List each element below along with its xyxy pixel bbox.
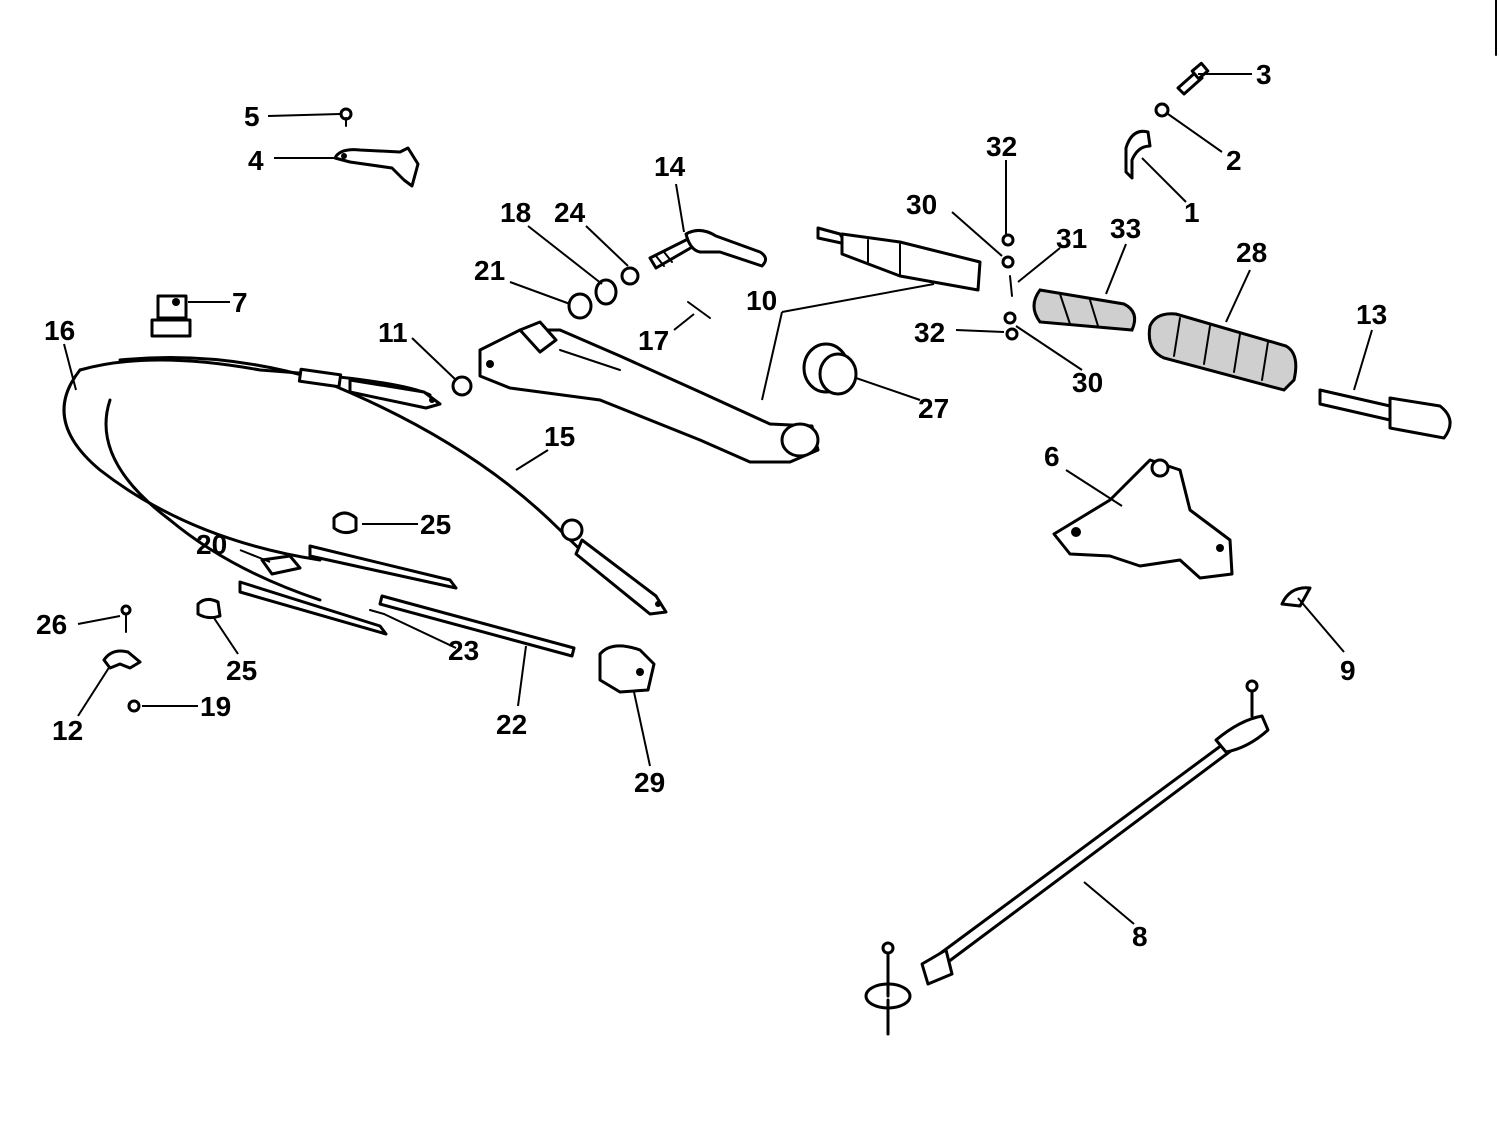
callout-3: 3 bbox=[1256, 59, 1272, 90]
callout-11: 11 bbox=[378, 317, 408, 348]
part-32-bushing-bottom bbox=[1005, 327, 1019, 341]
part-28-grip bbox=[1147, 312, 1298, 392]
part-25-connector-lower bbox=[196, 597, 222, 620]
part-25-connector-upper bbox=[332, 511, 358, 535]
callout-25-top: 25 bbox=[420, 509, 451, 540]
part-3-screw bbox=[1176, 61, 1210, 96]
part-29-block bbox=[598, 644, 656, 694]
part-22-rod bbox=[378, 594, 576, 658]
part-1-clip bbox=[1124, 129, 1152, 180]
callout-22: 22 bbox=[496, 709, 527, 740]
part-7-bracket bbox=[150, 294, 192, 338]
callout-26: 26 bbox=[36, 609, 67, 640]
callout-25-bottom: 25 bbox=[226, 655, 257, 686]
part-12-clamp bbox=[102, 649, 142, 670]
callout-16: 16 bbox=[44, 315, 75, 346]
part-16-cable-outer bbox=[78, 358, 432, 397]
cable-end-15 bbox=[560, 518, 668, 616]
callout-2: 2 bbox=[1226, 145, 1242, 176]
part-30-spring-bottom bbox=[1003, 311, 1017, 325]
part-31-pin bbox=[1009, 275, 1013, 297]
callout-21: 21 bbox=[474, 255, 505, 286]
part-27-bushing bbox=[802, 342, 858, 396]
callout-29: 29 bbox=[634, 767, 665, 798]
part-5-screw bbox=[339, 107, 353, 127]
part-14-lever bbox=[648, 229, 767, 270]
part-21-washer bbox=[567, 292, 593, 320]
part-17-pin bbox=[687, 301, 711, 319]
callout-32-top: 32 bbox=[986, 131, 1017, 162]
callout-32-bottom: 32 bbox=[914, 317, 945, 348]
callout-28: 28 bbox=[1236, 237, 1267, 268]
callout-18: 18 bbox=[500, 197, 531, 228]
callout-6: 6 bbox=[1044, 441, 1060, 472]
part-9-clip bbox=[1280, 586, 1312, 608]
part-24-washer bbox=[620, 266, 640, 286]
part-30-spring-top bbox=[1001, 255, 1015, 269]
callout-24: 24 bbox=[554, 197, 586, 228]
part-32-bushing-top bbox=[1001, 233, 1015, 247]
callout-30-bottom: 30 bbox=[1072, 367, 1103, 398]
part-33-grip-core bbox=[1032, 288, 1137, 332]
part-11-nut bbox=[451, 375, 473, 397]
callout-10: 10 bbox=[746, 285, 777, 316]
cable-end-upper bbox=[297, 367, 442, 410]
callout-33: 33 bbox=[1110, 213, 1141, 244]
part-20-connector bbox=[260, 554, 302, 576]
callout-27: 27 bbox=[918, 393, 949, 424]
part-19-nut bbox=[127, 699, 141, 713]
callout-8: 8 bbox=[1132, 921, 1148, 952]
part-18-bushing bbox=[594, 278, 618, 306]
callout-19: 19 bbox=[200, 691, 231, 722]
part-23-pin bbox=[369, 609, 385, 615]
callout-13: 13 bbox=[1356, 299, 1387, 330]
leader-lines bbox=[63, 73, 1373, 925]
part-10-tiller-arm bbox=[478, 320, 820, 464]
part-26-screw bbox=[120, 604, 132, 633]
callout-17: 17 bbox=[638, 325, 669, 356]
part-6-bracket bbox=[1052, 458, 1234, 580]
callout-20: 20 bbox=[196, 529, 227, 560]
callout-14: 14 bbox=[654, 151, 686, 182]
callout-30-top: 30 bbox=[906, 189, 937, 220]
part-16-cable-outer-lower bbox=[62, 368, 322, 562]
callout-1: 1 bbox=[1184, 197, 1200, 228]
part-4-bracket bbox=[333, 146, 420, 188]
part-10-throttle-shaft bbox=[816, 226, 982, 292]
callout-7: 7 bbox=[232, 287, 248, 318]
callout-5: 5 bbox=[244, 101, 260, 132]
part-8-steering-link bbox=[864, 679, 1270, 1036]
callout-4: 4 bbox=[248, 145, 264, 176]
callout-12: 12 bbox=[52, 715, 83, 746]
cable-rod-lower bbox=[238, 580, 388, 636]
callout-labels: 3 2 1 5 4 7 16 11 15 10 14 18 24 21 17 3… bbox=[36, 59, 1387, 952]
callout-15: 15 bbox=[544, 421, 575, 452]
callout-31: 31 bbox=[1056, 223, 1087, 254]
callout-23: 23 bbox=[448, 635, 479, 666]
part-13-end-cap bbox=[1318, 388, 1452, 440]
cable-rod-upper bbox=[308, 544, 458, 590]
callout-9: 9 bbox=[1340, 655, 1356, 686]
part-15-cable-lower bbox=[104, 398, 322, 602]
part-2-nut bbox=[1154, 102, 1170, 118]
